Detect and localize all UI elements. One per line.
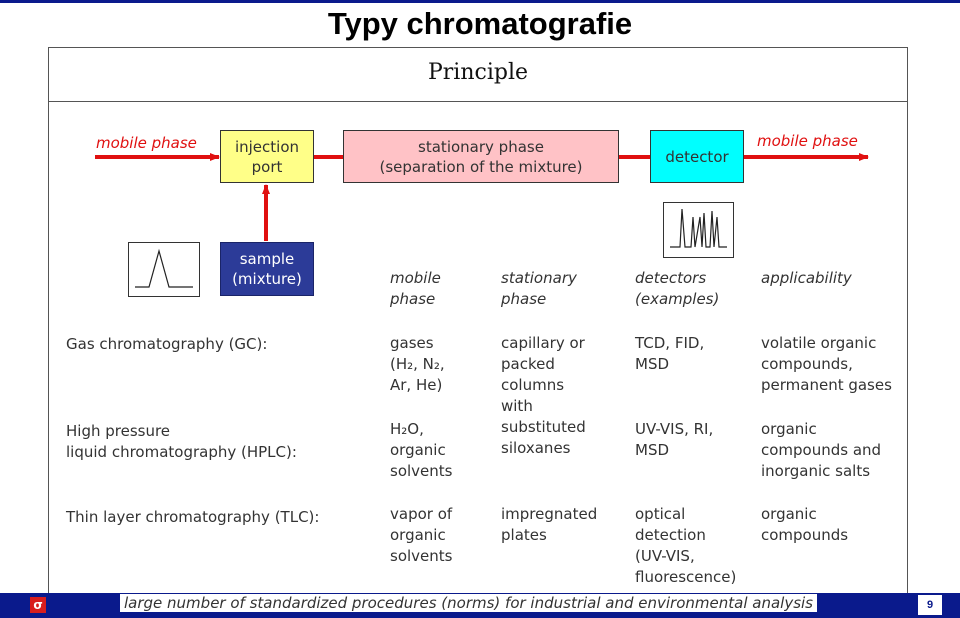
row-gc-detectors-line1: TCD, FID, (635, 334, 705, 352)
row-hplc-mobile: H₂O, organic solvents (390, 419, 452, 482)
page-number: 9 (918, 595, 942, 615)
row-hplc-detectors: UV-VIS, RI, MSD (635, 419, 713, 461)
header-detectors: detectors (examples) (635, 268, 719, 310)
row-gc-stationary-line5: substituted (501, 418, 586, 436)
row-tlc-detectors-line1: optical (635, 505, 686, 523)
flow-out-label: mobile phase (757, 132, 858, 150)
row-gc-applicability-line2: compounds, (761, 355, 853, 373)
row-hplc-mobile-line2: organic (390, 441, 446, 459)
row-hplc-method-line2: liquid chromatography (HPLC): (66, 443, 297, 461)
row-tlc-stationary-line2: plates (501, 526, 547, 544)
row-tlc-applicability-line1: organic (761, 505, 817, 523)
row-gc-detectors: TCD, FID, MSD (635, 333, 704, 375)
stationary-phase-line1: stationary phase (418, 137, 544, 156)
row-gc-mobile-line3: Ar, He) (390, 376, 443, 394)
detector-label: detector (665, 147, 729, 166)
row-gc-stationary: capillary or packed columns with substit… (501, 333, 586, 459)
row-hplc-applicability-line2: compounds and (761, 441, 882, 459)
sample-line1: sample (239, 250, 295, 268)
injection-port-line2: port (251, 157, 283, 176)
injection-port-line1: injection (234, 137, 300, 156)
row-tlc-method: Thin layer chromatography (TLC): (66, 508, 320, 526)
row-tlc-detectors-line4: fluorescence) (635, 568, 737, 586)
stationary-phase-box: stationary phase (separation of the mixt… (343, 130, 619, 183)
frame-header-divider (49, 101, 907, 102)
row-tlc-detectors-line3: (UV-VIS, (635, 547, 695, 565)
row-hplc-method-line1: High pressure (66, 422, 171, 440)
single-peak-chromatogram-icon (128, 242, 200, 297)
row-hplc-method: High pressure liquid chromatography (HPL… (66, 421, 297, 463)
row-gc-stationary-line4: with (501, 397, 533, 415)
multi-peak-chromatogram-icon (663, 202, 734, 258)
header-detectors-line1: detectors (635, 269, 707, 287)
footnote: large number of standardized procedures … (120, 594, 817, 612)
row-gc-applicability-line1: volatile organic (761, 334, 877, 352)
header-stationary-phase: stationary phase (501, 268, 577, 310)
row-gc-stationary-line1: capillary or (501, 334, 585, 352)
row-hplc-detectors-line2: MSD (635, 441, 670, 459)
row-gc-stationary-line2: packed (501, 355, 555, 373)
slide-title: Typy chromatografie (327, 6, 633, 41)
header-mobile-phase-line1: mobile (390, 269, 441, 287)
row-tlc-detectors: optical detection (UV-VIS, fluorescence) (635, 504, 736, 588)
logo-icon: σ (30, 597, 46, 613)
row-tlc-mobile-line3: solvents (390, 547, 453, 565)
row-tlc-stationary-line1: impregnated (501, 505, 598, 523)
injection-port-box: injection port (220, 130, 314, 183)
diagram-heading: Principle (427, 60, 529, 85)
row-gc-detectors-line2: MSD (635, 355, 670, 373)
detector-box: detector (650, 130, 744, 183)
row-tlc-mobile-line1: vapor of (390, 505, 453, 523)
header-mobile-phase: mobile phase (390, 268, 441, 310)
sample-box: sample (mixture) (220, 242, 314, 296)
row-gc-mobile-line2: (H₂, N₂, (390, 355, 445, 373)
row-hplc-mobile-line3: solvents (390, 462, 453, 480)
row-gc-applicability: volatile organic compounds, permanent ga… (761, 333, 892, 396)
row-tlc-mobile-line2: organic (390, 526, 446, 544)
row-gc-method: Gas chromatography (GC): (66, 335, 268, 353)
row-gc-mobile-line1: gases (390, 334, 434, 352)
stationary-phase-line2: (separation of the mixture) (379, 157, 583, 176)
row-hplc-applicability-line1: organic (761, 420, 817, 438)
row-gc-mobile: gases (H₂, N₂, Ar, He) (390, 333, 445, 396)
row-tlc-mobile: vapor of organic solvents (390, 504, 452, 567)
header-stationary-phase-line2: phase (501, 290, 547, 308)
row-tlc-applicability-line2: compounds (761, 526, 849, 544)
header-applicability: applicability (761, 269, 852, 287)
row-hplc-detectors-line1: UV-VIS, RI, (635, 420, 714, 438)
sample-line2: (mixture) (232, 270, 302, 288)
row-tlc-stationary: impregnated plates (501, 504, 597, 546)
row-hplc-mobile-line1: H₂O, (390, 420, 424, 438)
row-gc-applicability-line3: permanent gases (761, 376, 892, 394)
header-mobile-phase-line2: phase (390, 290, 436, 308)
row-gc-stationary-line3: columns (501, 376, 565, 394)
row-gc-stationary-line6: siloxanes (501, 439, 571, 457)
row-hplc-applicability: organic compounds and inorganic salts (761, 419, 881, 482)
top-border (0, 0, 960, 3)
row-tlc-applicability: organic compounds (761, 504, 848, 546)
flow-in-label: mobile phase (96, 134, 197, 152)
row-tlc-detectors-line2: detection (635, 526, 706, 544)
header-detectors-line2: (examples) (635, 290, 720, 308)
row-hplc-applicability-line3: inorganic salts (761, 462, 871, 480)
header-stationary-phase-line1: stationary (501, 269, 577, 287)
